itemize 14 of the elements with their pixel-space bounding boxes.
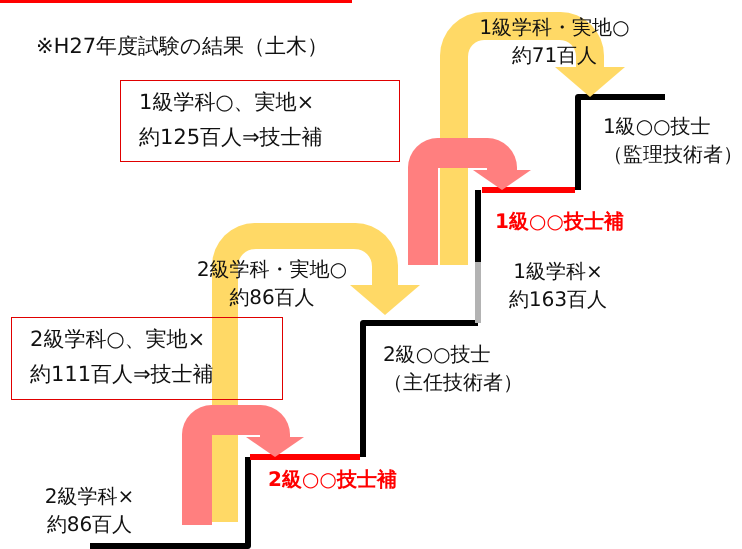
- qualification-label: 2級○○技士（主任技術者）: [383, 340, 523, 396]
- flow-arrow: [440, 12, 625, 265]
- note-box: [11, 317, 283, 400]
- count-label: 2級学科×約86百人: [44, 483, 136, 538]
- qualification-label: 1級○○技士（監理技術者）: [603, 112, 742, 168]
- flow-arrow: [212, 223, 420, 522]
- level-label: 2級○○技士補: [268, 465, 397, 493]
- note-box: [120, 80, 400, 162]
- count-label: 1級学科×約163百人: [508, 258, 608, 313]
- note-text: 1級学科○、実地×約125百人⇒技士補: [139, 89, 324, 151]
- level-label: 1級○○技士補: [495, 207, 624, 235]
- flow-arrow: [408, 138, 531, 265]
- note-title: ※H27年度試験の結果（土木）: [36, 33, 328, 60]
- flow-arrow: [182, 405, 304, 525]
